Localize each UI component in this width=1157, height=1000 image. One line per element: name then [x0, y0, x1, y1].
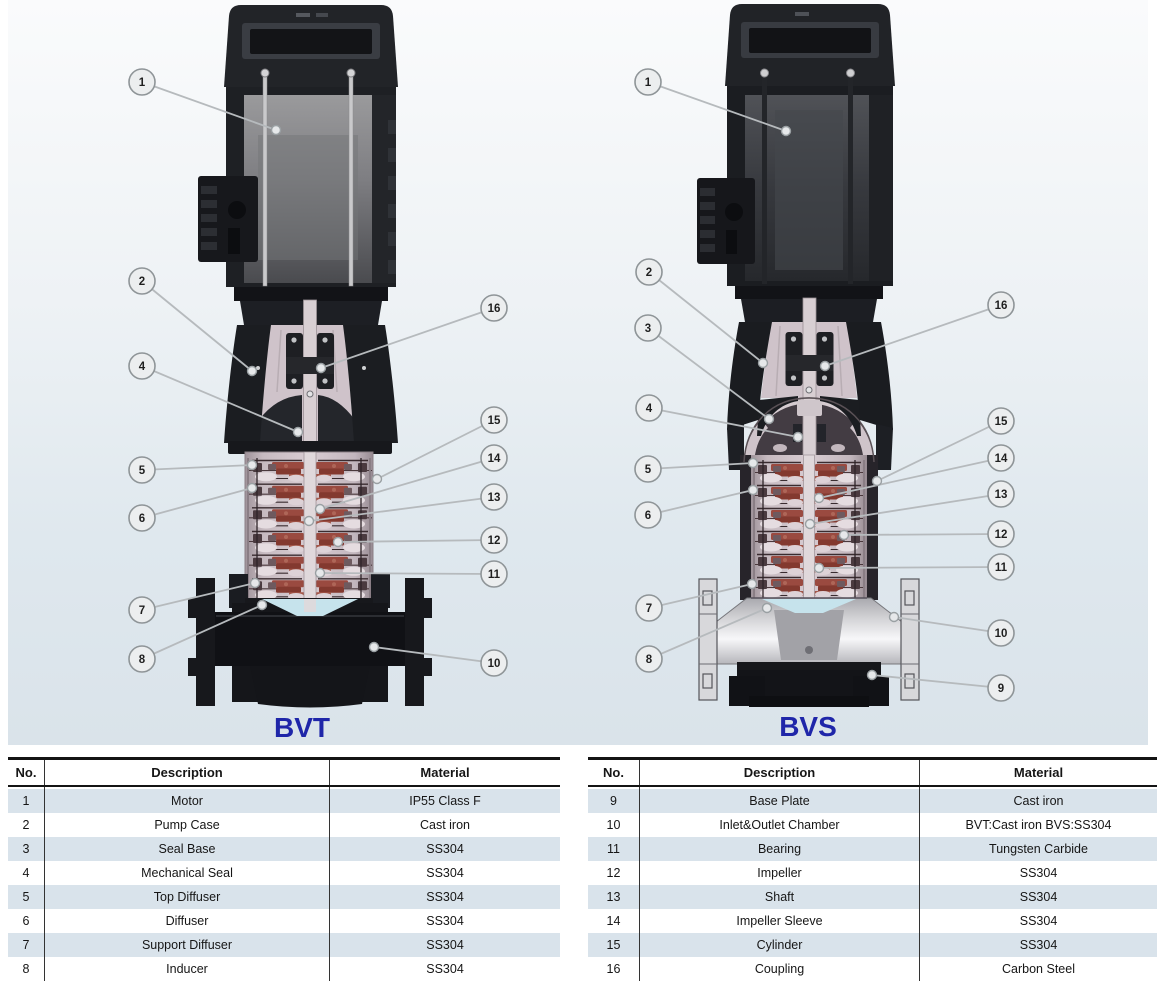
svg-text:12: 12 — [995, 529, 1008, 541]
svg-text:15: 15 — [995, 416, 1008, 428]
svg-text:14: 14 — [995, 453, 1008, 465]
svg-text:10: 10 — [488, 658, 501, 670]
svg-text:7: 7 — [139, 605, 145, 617]
svg-text:11: 11 — [995, 562, 1008, 574]
svg-text:13: 13 — [995, 489, 1008, 501]
svg-text:6: 6 — [645, 510, 651, 522]
svg-text:5: 5 — [139, 465, 146, 477]
svg-text:1: 1 — [645, 77, 652, 89]
svg-text:3: 3 — [645, 323, 651, 335]
svg-text:16: 16 — [488, 303, 501, 315]
svg-text:15: 15 — [488, 415, 501, 427]
svg-text:11: 11 — [488, 569, 501, 581]
svg-text:5: 5 — [645, 464, 652, 476]
svg-text:14: 14 — [488, 453, 501, 465]
svg-text:12: 12 — [488, 535, 501, 547]
svg-text:6: 6 — [139, 513, 145, 525]
svg-text:1: 1 — [139, 77, 146, 89]
svg-text:2: 2 — [646, 267, 652, 279]
svg-text:4: 4 — [139, 361, 146, 373]
svg-text:7: 7 — [646, 603, 652, 615]
svg-text:9: 9 — [998, 683, 1004, 695]
svg-text:2: 2 — [139, 276, 145, 288]
svg-text:8: 8 — [139, 654, 146, 666]
svg-text:13: 13 — [488, 492, 501, 504]
svg-text:8: 8 — [646, 654, 653, 666]
svg-text:10: 10 — [995, 628, 1008, 640]
svg-text:4: 4 — [646, 403, 653, 415]
svg-text:16: 16 — [995, 300, 1008, 312]
